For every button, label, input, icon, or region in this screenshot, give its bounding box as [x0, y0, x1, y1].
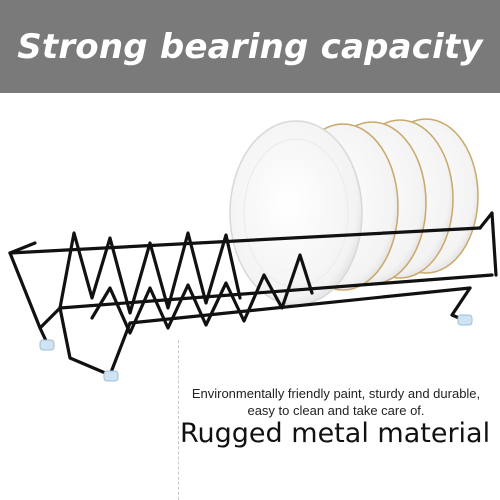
description-line-1: Environmentally friendly paint, sturdy a…: [191, 386, 481, 401]
plates: [229, 118, 479, 306]
banner-title: Strong bearing capacity: [17, 26, 483, 67]
foot: [103, 370, 119, 382]
plate-inner: [243, 138, 349, 288]
title-banner: Strong bearing capacity: [0, 0, 500, 93]
feature-heading: Rugged metal material: [180, 418, 491, 449]
dotted-guide-line: [178, 340, 179, 500]
dish-rack-image: [8, 118, 498, 382]
rubber-feet: [39, 314, 473, 382]
foot: [457, 314, 473, 326]
feature-description: Environmentally friendly paint, sturdy a…: [186, 385, 486, 419]
description-line-2: easy to clean and take care of.: [247, 403, 425, 418]
plate: [229, 120, 363, 306]
wire-rack: [8, 211, 498, 377]
foot: [39, 339, 55, 351]
